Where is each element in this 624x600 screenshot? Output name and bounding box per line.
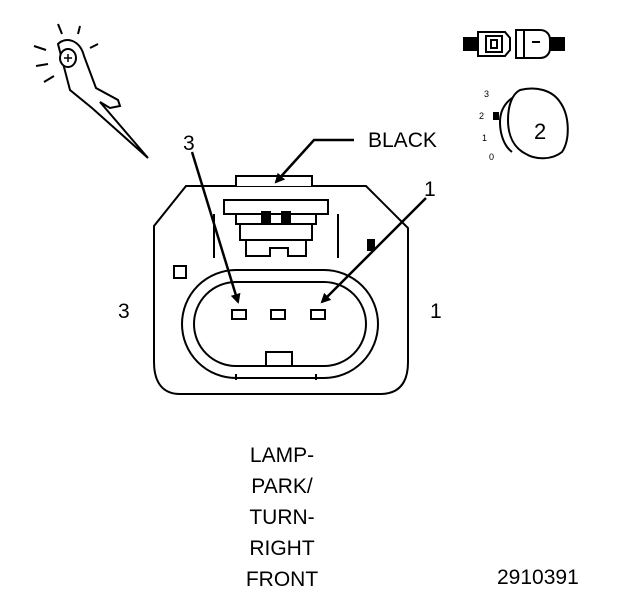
inset-scale-2: 2 [479,111,484,121]
caption-line: TURN- [249,506,315,529]
pin-3-callout: 3 [183,132,195,155]
pin-1-leader [320,197,427,304]
side-label-right: 1 [430,300,442,323]
pin-cavity-2 [270,309,286,320]
reference-number: 2910391 [497,566,579,589]
test-probe-icon [33,23,149,159]
pin-cavity-3 [231,309,247,320]
caption-line: RIGHT [249,537,315,560]
caption-line: PARK/ [251,475,313,498]
inset-scale-0: 0 [489,152,494,162]
inset-terminal-label: 2 [534,119,546,144]
pin-cavity-1 [310,309,326,320]
side-label-left: 3 [118,300,130,323]
inset-scale-3: 3 [484,89,489,99]
pin-1-callout: 1 [424,178,436,201]
pin-3-leader [190,151,241,304]
inset-scale-1: 1 [482,133,487,143]
connector-face [153,175,409,395]
caption-line: LAMP- [249,444,315,467]
caption-line: FRONT [245,568,319,591]
component-caption: LAMP- PARK/ TURN- RIGHT FRONT [200,440,364,595]
color-label: BLACK [368,129,437,152]
terminal-view-icon [493,87,569,160]
color-leader [274,138,354,184]
inline-connector-icon [463,29,565,59]
